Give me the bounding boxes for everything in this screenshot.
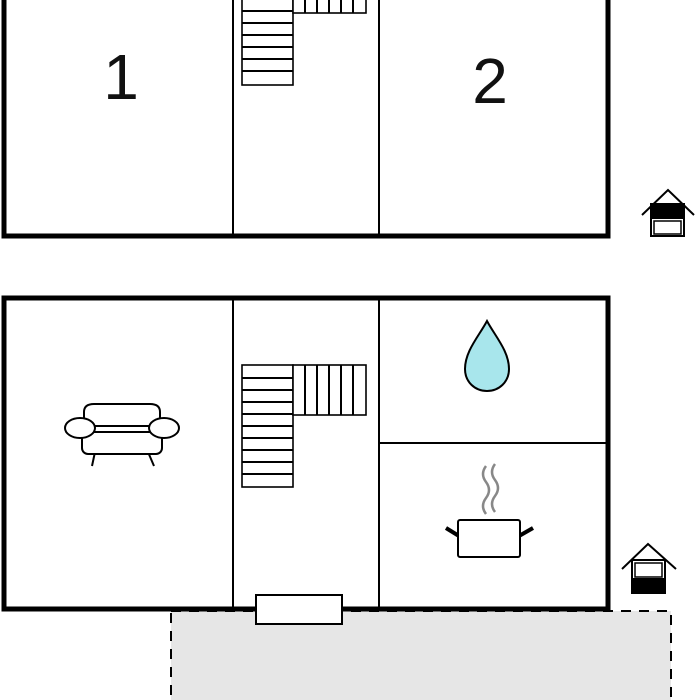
ground-floor: [1, 295, 677, 700]
stairs-icon: [241, 0, 367, 86]
house-floor-indicator-icon: [621, 542, 677, 594]
upper-floor-outer-wall: [1, 0, 611, 239]
water-drop-icon: [463, 318, 511, 393]
upper-floor: 1 2: [1, 0, 695, 239]
house-floor-indicator-icon: [641, 188, 695, 237]
entrance-door-icon: [255, 594, 343, 625]
room-number-2: 2: [472, 45, 508, 117]
sofa-icon: [64, 403, 180, 467]
cooking-pot-icon: [444, 463, 534, 558]
stairs-icon: [241, 364, 367, 488]
terrace: [170, 610, 672, 700]
room-number-1: 1: [103, 41, 139, 113]
